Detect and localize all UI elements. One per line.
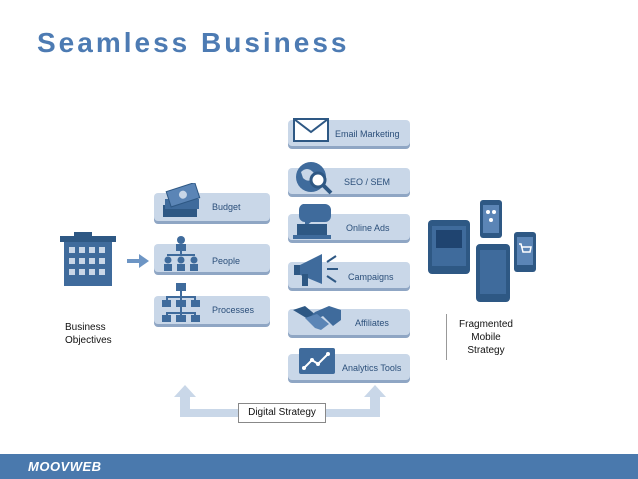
slide-title: Seamless Business: [37, 27, 350, 58]
caption-line: Business: [65, 322, 106, 333]
building-icon: [60, 232, 116, 286]
globe-search-icon: [296, 162, 333, 195]
org-people-icon: [164, 236, 198, 271]
footer-bar: [0, 454, 638, 479]
email-marketing-label: Email Marketing: [335, 129, 400, 139]
caption-line: Mobile: [471, 332, 501, 343]
caption-line: Strategy: [467, 345, 505, 356]
flowchart-icon: [162, 283, 200, 322]
analytics-tools-label: Analytics Tools: [342, 363, 402, 373]
processes-box: [154, 296, 270, 324]
online-ads-label: Online Ads: [346, 223, 390, 233]
envelope-icon: [293, 118, 329, 142]
budget-label: Budget: [212, 202, 241, 212]
processes-label: Processes: [212, 305, 255, 315]
handshake-icon: [293, 306, 341, 330]
fragmented-mobile-strategy-caption: Fragmented Mobile Strategy: [453, 318, 519, 357]
chart-screen-icon: [299, 348, 335, 374]
arrow-right-icon: [127, 254, 149, 268]
seo-sem-label: SEO / SEM: [344, 177, 391, 187]
money-stack-icon: [163, 183, 201, 217]
people-box: [154, 244, 270, 272]
laptop-chat-icon: [293, 204, 331, 239]
caption-line: Fragmented: [459, 319, 513, 330]
mobile-devices-icon: [428, 200, 536, 302]
divider-line: [446, 314, 447, 360]
digital-strategy-label: Digital Strategy: [238, 403, 326, 423]
affiliates-label: Affiliates: [355, 318, 389, 328]
business-objectives-caption: Business Objectives: [65, 321, 112, 347]
people-label: People: [212, 256, 241, 266]
moovweb-logo: MOOVWEB: [28, 459, 102, 474]
megaphone-icon: [294, 254, 338, 286]
caption-line: Objectives: [65, 335, 112, 346]
campaigns-label: Campaigns: [348, 272, 394, 282]
